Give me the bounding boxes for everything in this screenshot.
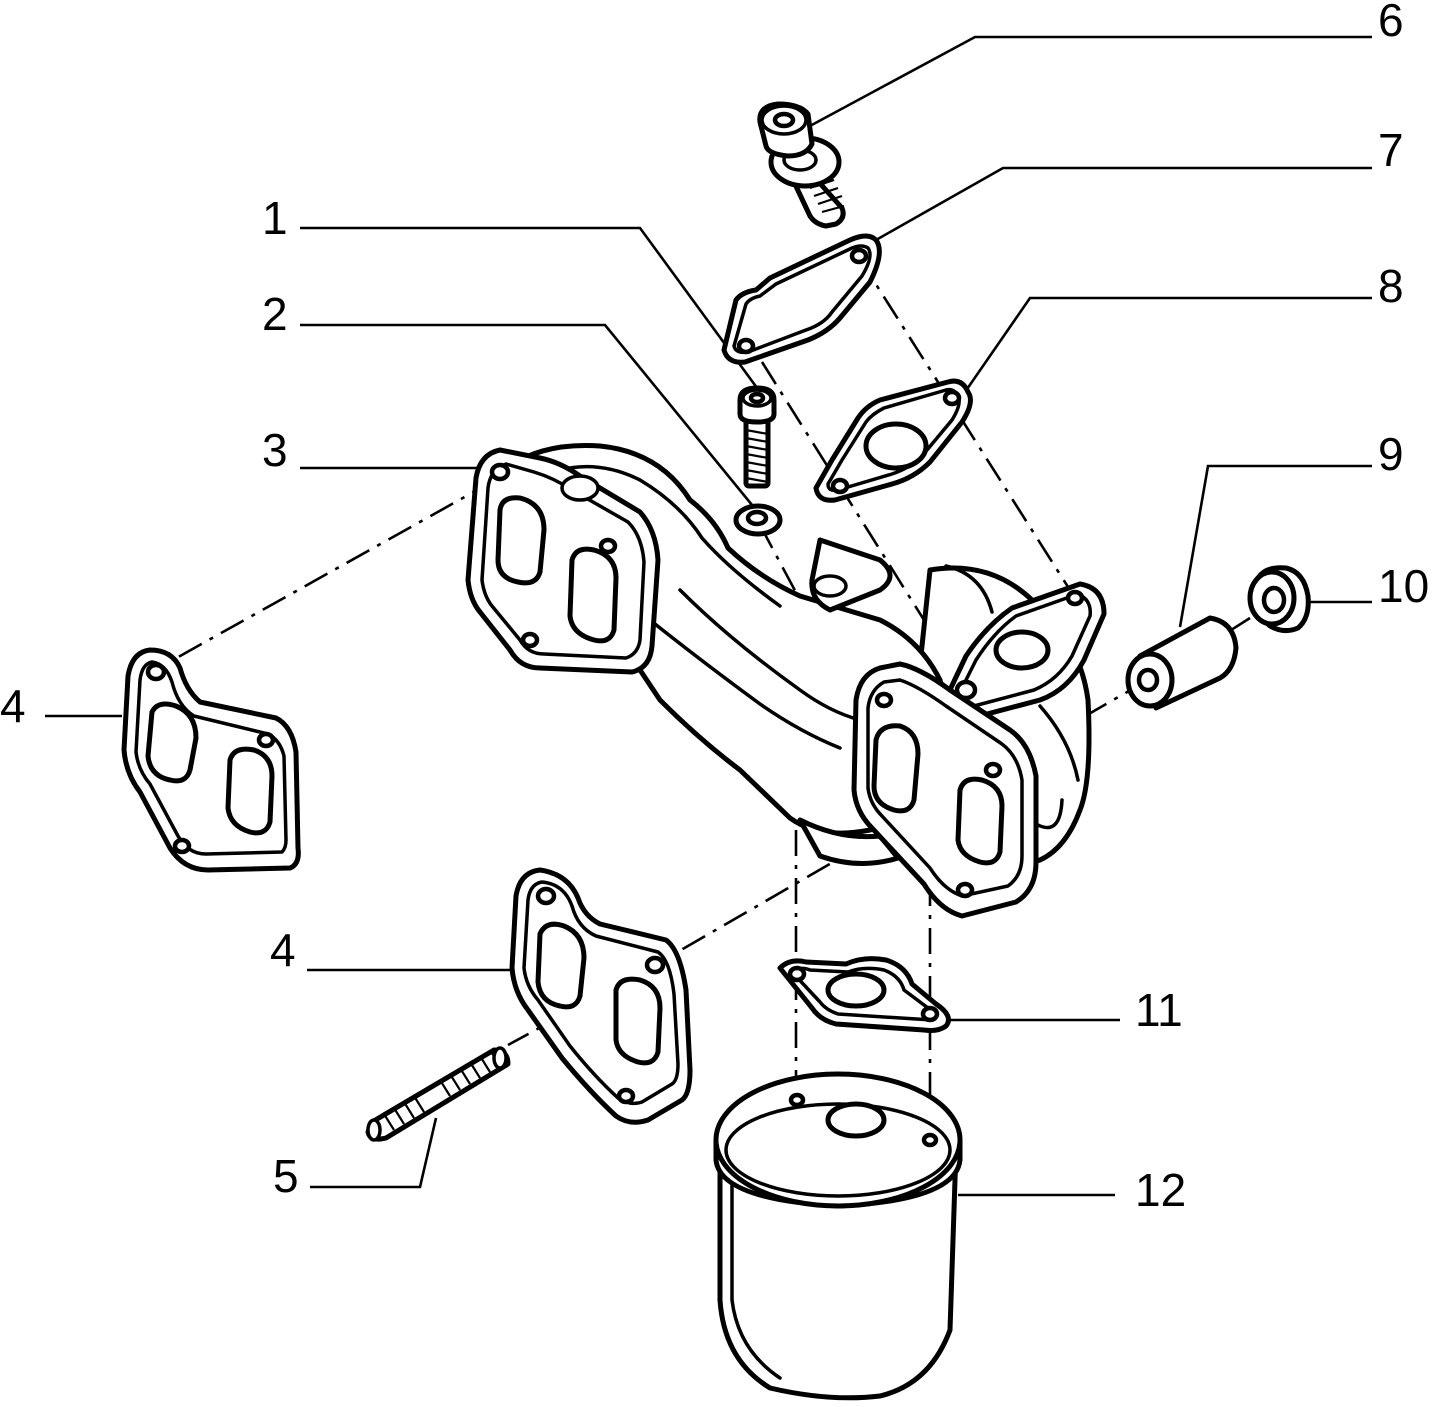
callout-3: 3: [262, 424, 288, 476]
gasket-part-4-lower: [509, 867, 693, 1125]
cover-plate-part-7: [721, 233, 882, 365]
callout-4b: 4: [270, 924, 296, 976]
stud-part-5: [365, 1046, 511, 1142]
callout-9: 9: [1378, 428, 1404, 480]
callout-11: 11: [1135, 984, 1183, 1036]
callout-1: 1: [262, 192, 288, 244]
callout-7: 7: [1378, 124, 1404, 176]
bolt-with-washer-part-6: [757, 101, 846, 229]
callout-6: 6: [1378, 0, 1404, 46]
callout-8: 8: [1378, 260, 1404, 312]
leader-lines: [45, 35, 1372, 1197]
callout-5: 5: [273, 1150, 299, 1202]
spacer-part-9: [1125, 615, 1239, 711]
callout-4a: 4: [0, 680, 26, 732]
callout-2: 2: [262, 288, 288, 340]
gasket-part-11: [777, 956, 951, 1033]
gasket-part-4-left: [121, 647, 301, 873]
gasket-part-8: [813, 378, 973, 503]
callout-numbers: 1 2 3 4 4 5 6 7 8 9 10 11 12: [0, 0, 1429, 1216]
callout-10: 10: [1378, 560, 1429, 612]
nut-part-10: [1247, 565, 1311, 634]
callout-12: 12: [1135, 1164, 1186, 1216]
oil-filter-part-12: [713, 1071, 963, 1401]
washer-part-2: [733, 503, 783, 537]
screw-part-1: [737, 385, 777, 489]
manifold-part-3: [465, 443, 1107, 919]
